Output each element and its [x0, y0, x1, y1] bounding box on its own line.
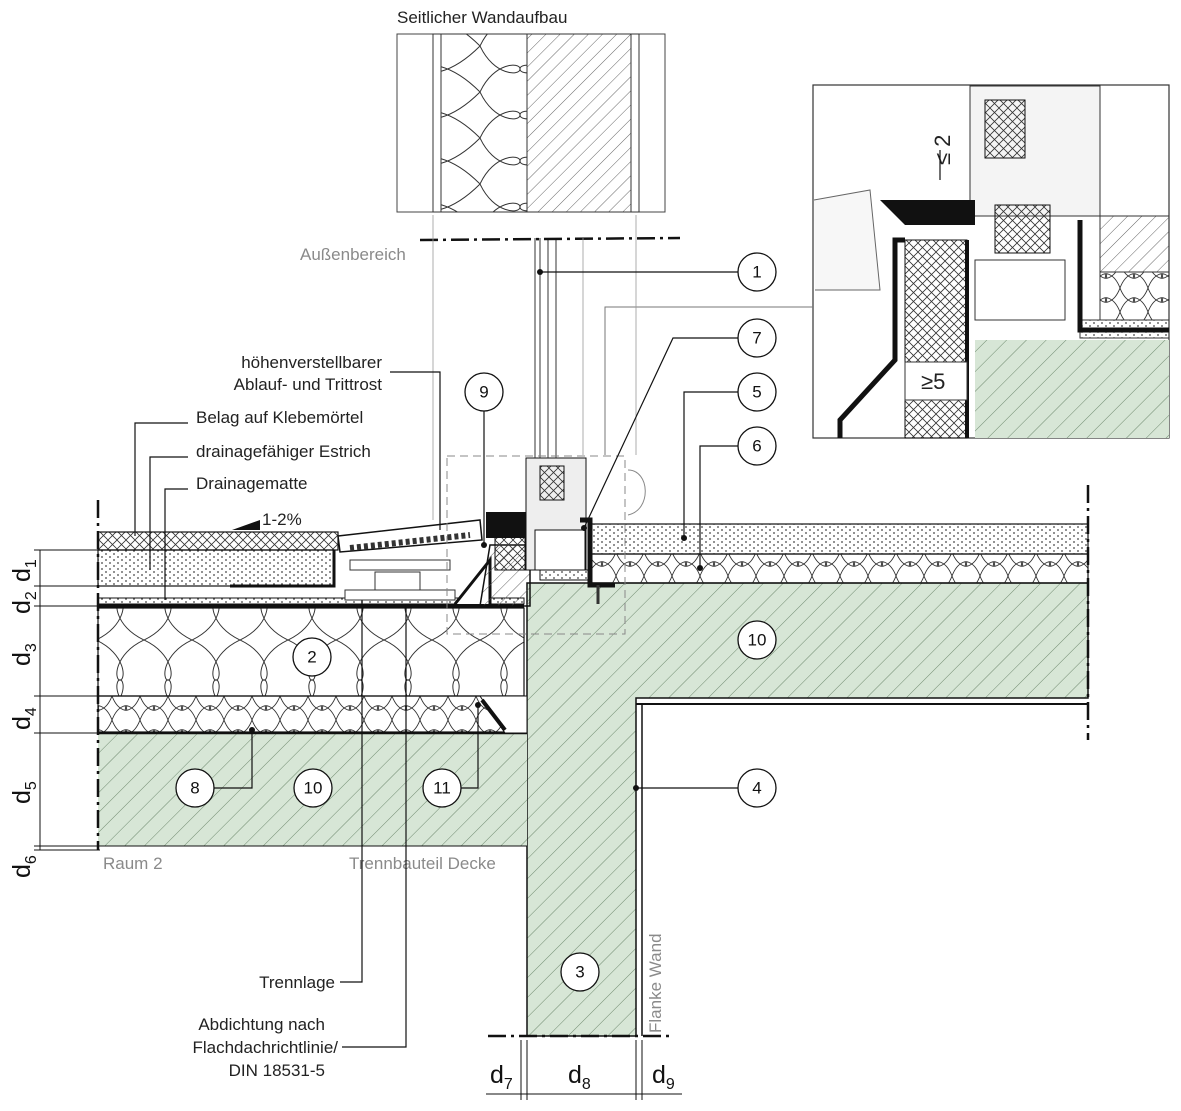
leader-lines — [134, 271, 738, 1048]
svg-text:d1: d1 — [8, 559, 40, 582]
flank-wall-label: Flanke Wand — [646, 933, 665, 1033]
waterproof-label-line1: Abdichtung nach — [198, 1015, 325, 1034]
outside-label: Außenbereich — [300, 245, 406, 264]
separating-layer-label: Trennlage — [259, 973, 335, 992]
dim-d6: d6 — [8, 855, 40, 878]
dim-d8: d8 — [568, 1061, 591, 1093]
dim-d9: d9 — [652, 1061, 675, 1093]
grate-label-line1: höhenverstellbarer — [241, 353, 382, 372]
callout-5: 5 — [752, 383, 761, 402]
slope-label: 1-2% — [262, 510, 302, 529]
drainage-screed — [97, 549, 335, 587]
callout-9: 9 — [479, 383, 488, 402]
screed-label: drainagefähiger Estrich — [196, 442, 371, 461]
covering-label: Belag auf Klebemörtel — [196, 408, 363, 427]
window-sill-detail-inset: ≥5 ≤ 2 — [812, 84, 1170, 439]
tile-covering — [97, 531, 339, 551]
window-frame-section — [479, 457, 646, 607]
svg-text:d5: d5 — [8, 781, 40, 804]
callout-7: 7 — [752, 329, 761, 348]
callout-3: 3 — [575, 963, 584, 982]
callout-2: 2 — [307, 648, 316, 667]
separating-slab-label: Trennbauteil Decke — [349, 854, 496, 873]
horizontal-dimension-lines — [486, 1040, 682, 1100]
wall-section-title: Seitlicher Wandaufbau — [397, 8, 567, 27]
callout-1: 1 — [752, 263, 761, 282]
svg-text:d3: d3 — [8, 643, 40, 666]
svg-text:d4: d4 — [8, 707, 40, 730]
dim-d2: d2 — [8, 591, 40, 614]
dim-d3: d3 — [8, 643, 40, 666]
svg-text:d6: d6 — [8, 855, 40, 878]
callout-circles — [175, 252, 777, 992]
grate-label-line2: Ablauf- und Trittrost — [234, 375, 383, 394]
vertical-dimension-lines — [34, 549, 100, 851]
room-label: Raum 2 — [103, 854, 163, 873]
impact-sound-insulation — [589, 553, 1089, 584]
drain-mat-label: Drainagematte — [196, 474, 308, 493]
callout-8: 8 — [190, 779, 199, 798]
waterproof-label-line3: DIN 18531-5 — [229, 1061, 325, 1080]
wall-section-detail — [396, 33, 666, 213]
svg-text:d2: d2 — [8, 591, 40, 614]
callout-6: 6 — [752, 437, 761, 456]
callout-10-lower: 10 — [304, 779, 323, 798]
max-step-label: ≤ 2 — [930, 135, 955, 165]
dim-d1: d1 — [8, 559, 40, 582]
insulation-layer-lower — [97, 695, 525, 733]
callout-11: 11 — [433, 779, 451, 798]
floor-screed-inside — [589, 523, 1089, 555]
dim-d7: d7 — [490, 1061, 513, 1093]
callout-4: 4 — [752, 779, 761, 798]
slope-arrow-icon — [232, 520, 260, 530]
min-gap-label: ≥5 — [921, 369, 945, 394]
dim-d5: d5 — [8, 781, 40, 804]
callout-10-upper: 10 — [748, 631, 767, 650]
dim-d4: d4 — [8, 707, 40, 730]
drain-grate — [337, 519, 492, 605]
waterproof-label-line2: Flachdachrichtlinie/ — [192, 1038, 338, 1057]
